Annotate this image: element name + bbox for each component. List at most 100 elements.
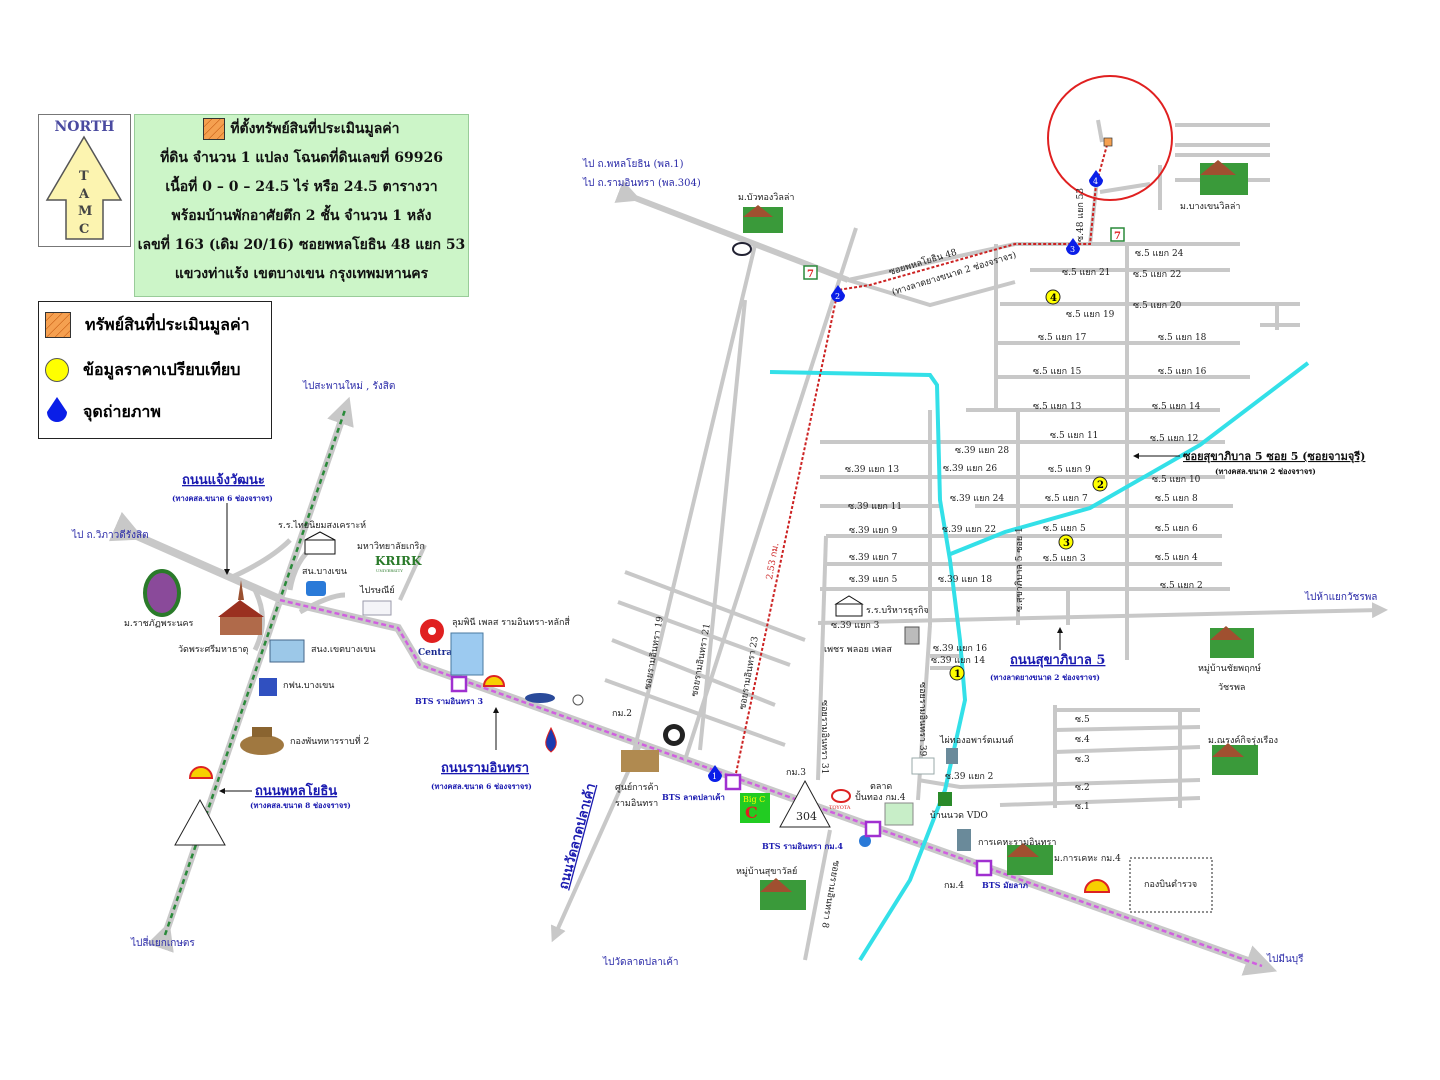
- soi-label: ซ.39 แยก 26: [943, 464, 997, 474]
- soi-label: ซ.5 แยก 17: [1038, 333, 1087, 343]
- place-label-major: ม.บางเขนวิลล่า: [1180, 201, 1240, 212]
- info-line: ที่ตั้งทรัพย์สินที่ประเมินมูลค่า: [230, 121, 400, 137]
- soi-label: ซ.5 แยก 2: [1160, 581, 1203, 591]
- photo-point-marker[interactable]: 2: [831, 285, 845, 302]
- place-label: เพชร พลอย เพลส: [824, 645, 892, 655]
- soi-label: ซ.1: [1075, 802, 1090, 812]
- army-tank-icon: [240, 727, 284, 755]
- comparable-marker[interactable]: 2: [1092, 476, 1108, 492]
- info-line: แขวงท่าแร้ง เขตบางเขน กรุงเทพมหานคร: [174, 266, 429, 282]
- toyota-logo: TOYOTA: [829, 789, 851, 811]
- comparable-marker[interactable]: 3: [1058, 534, 1074, 550]
- soi-label: ซ.5 แยก 18: [1158, 333, 1207, 343]
- property-highlight-circle: [1047, 75, 1173, 201]
- property-hatch-icon: [45, 312, 71, 338]
- soi-label: ซ.39 แยก 28: [955, 446, 1009, 456]
- central-logo: Central: [418, 619, 456, 658]
- soi-label: ซ.5 แยก 12: [1150, 434, 1198, 444]
- shopping-center-icon: [621, 750, 659, 772]
- comparable-marker[interactable]: 1: [949, 665, 965, 681]
- place-label: กม.3: [786, 768, 806, 778]
- soi-label: ซ.39 แยก 11: [848, 502, 902, 512]
- svg-text:Central: Central: [418, 648, 456, 658]
- photo-point-marker[interactable]: 3: [1066, 238, 1080, 255]
- police-station-icon: [306, 581, 326, 596]
- north-letter: C: [79, 222, 89, 237]
- soi-label: ซ.3: [1075, 755, 1090, 765]
- village-icon: [1212, 743, 1258, 775]
- soi-label: ซ.5 แยก 4: [1155, 553, 1198, 563]
- north-letter: M: [78, 204, 92, 219]
- north-label: NORTH: [54, 119, 115, 135]
- bmw-logo: [663, 724, 685, 746]
- photo-point-number: 2: [835, 292, 840, 301]
- svg-text:C: C: [745, 803, 758, 822]
- road-name-soi-ramintra-31: ซอยรามอินทรา 31: [819, 700, 830, 774]
- photo-point-marker[interactable]: 4: [1089, 170, 1103, 187]
- photo-point-number: 4: [1093, 177, 1098, 186]
- soi-label: ซ.39 แยก 5: [849, 575, 898, 585]
- direction-label: ไป ถ.พหลโยธิน (พล.1): [582, 157, 684, 170]
- soi-label: ซ.5 แยก 10: [1152, 475, 1201, 485]
- place-label: ร.ร.บริหารธุรกิจ: [866, 605, 929, 616]
- road-surface-note: (ทางคสล.ขนาด 2 ช่องจราจร): [1215, 467, 1316, 476]
- lotus-store-icon: [911, 757, 935, 775]
- soi-label: ซ.5 แยก 22: [1133, 270, 1181, 280]
- svg-text:7: 7: [1114, 231, 1121, 242]
- legend-label: ข้อมูลราคาเปรียบเทียบ: [83, 359, 241, 379]
- school-icon: [834, 595, 864, 617]
- place-label: กม.4: [944, 881, 964, 891]
- place-label: ลุมพินี เพลส รามอินทรา-หลักสี่: [452, 615, 570, 628]
- svg-text:UNIVERSITY: UNIVERSITY: [376, 568, 403, 573]
- direction-label: ไปวัดลาดปลาเค้า: [602, 956, 679, 968]
- place-label: ม.ราชภัฏพระนคร: [124, 619, 194, 629]
- road-surface-note: (ทางคสล.ขนาด 6 ช่องจราจร): [172, 494, 273, 503]
- road-surface-note: (ทางลาดยางขนาด 2 ช่องจราจร): [990, 673, 1100, 682]
- ramintra-road: [279, 596, 1278, 976]
- road-network: [398, 119, 1388, 961]
- soi-label: ซ.39 แยก 14: [931, 656, 985, 666]
- post-office-icon: [362, 600, 392, 616]
- comparable-marker[interactable]: 4: [1045, 289, 1061, 305]
- bts-station-label: BTS รามอินทรา 3: [415, 696, 483, 706]
- comparable-number: 4: [1050, 293, 1057, 304]
- apartment-icon: [946, 748, 958, 764]
- north-letter: T: [79, 169, 89, 184]
- place-label: ไผ่ทองอพาร์ตเมนต์: [939, 734, 1014, 746]
- property-hatch-icon: [203, 118, 226, 140]
- place-label: ไปรษณีย์: [359, 584, 395, 596]
- direction-label: ไป ถ.รามอินทรา (พล.304): [582, 177, 701, 189]
- soi-label: ซ.39 แยก 7: [849, 553, 898, 563]
- soi-label: ซ.5 แยก 19: [1066, 310, 1115, 320]
- soi-label: ซ.4: [1075, 735, 1090, 745]
- water-authority-icon: [859, 835, 871, 847]
- place-label: บ้านนวด VDO: [930, 810, 988, 821]
- property-marker-icon[interactable]: [1103, 137, 1113, 147]
- condo-building-icon: [450, 632, 484, 676]
- place-label: กองพันทหารราบที่ 2: [290, 734, 369, 747]
- soi-label: ซ.5 แยก 11: [1050, 431, 1098, 441]
- distance-label: 2.53 กม.: [765, 542, 781, 580]
- school-icon: [304, 531, 336, 555]
- legend: ทรัพย์สินที่ประเมินมูลค่า ข้อมูลราคาเปรี…: [38, 301, 272, 439]
- info-line: เนื้อที่ 0 – 0 – 24.5 ไร่ หรือ 24.5 ตารา…: [165, 179, 438, 195]
- soi-label: ซ.5 แยก 7: [1045, 494, 1088, 504]
- place-label: มหาวิทยาลัยเกริก: [357, 541, 425, 552]
- place-label: การเคหะรามอินทรา: [978, 837, 1056, 848]
- mercedes-logo: [572, 694, 584, 706]
- photo-point-marker[interactable]: 1: [708, 765, 722, 782]
- north-letter: A: [78, 187, 90, 202]
- village-icon: [1210, 626, 1254, 658]
- place-label: กฟน.บางเขน: [283, 681, 334, 691]
- village-icon: [743, 205, 783, 233]
- direction-label: ไปมีนบุรี: [1266, 953, 1304, 965]
- soi-label: ซ.39 แยก 24: [950, 494, 1004, 504]
- police-aviation-area: [1129, 857, 1213, 913]
- photo-point-icon: [47, 397, 67, 422]
- road-name-soi-sukhaphiban5-1: ซ.สุขาภิบาล 5 ซอย 1: [1014, 527, 1025, 612]
- soi-label: ซ.5 แยก 9: [1048, 465, 1091, 475]
- university-seal-icon: [143, 569, 181, 617]
- esso-icon: [732, 242, 752, 256]
